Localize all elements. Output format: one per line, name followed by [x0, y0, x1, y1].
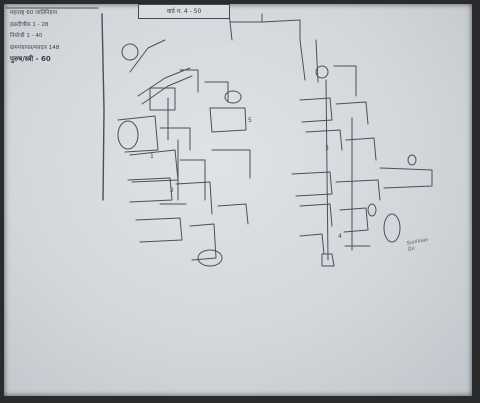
pond-left [197, 249, 223, 267]
legend-divider [101, 13, 105, 201]
legend-line: हळदीचौक 1 - 28 [10, 21, 49, 28]
house-number: 2 [170, 187, 174, 194]
house-number: 5 [248, 117, 252, 124]
top-road [227, 3, 301, 41]
legend-line: नियोजी 1 - 40 [10, 33, 43, 39]
legend: महाराष्ट्र 60 जातिनिहाय हळदीचौक 1 - 28 न… [10, 8, 100, 66]
well-top [121, 43, 139, 61]
legend-line: पुरुष/स्त्री - 60 [10, 55, 51, 63]
ward-label: वार्ड न. 4 - 50 [138, 4, 230, 19]
paper-sheet [4, 4, 472, 396]
legend-line: महाराष्ट्र 60 जातिनिहाय [10, 10, 58, 16]
circle-left-mid [117, 120, 139, 150]
house-number: 3 [325, 145, 329, 152]
right-cluster [291, 39, 433, 267]
left-road [129, 39, 193, 105]
house-number: 4 [338, 233, 342, 240]
legend-line: ग्रामपंचायत/मतदार 148 [10, 44, 60, 51]
left-cluster [117, 69, 251, 261]
house-number: 1 [150, 153, 154, 160]
